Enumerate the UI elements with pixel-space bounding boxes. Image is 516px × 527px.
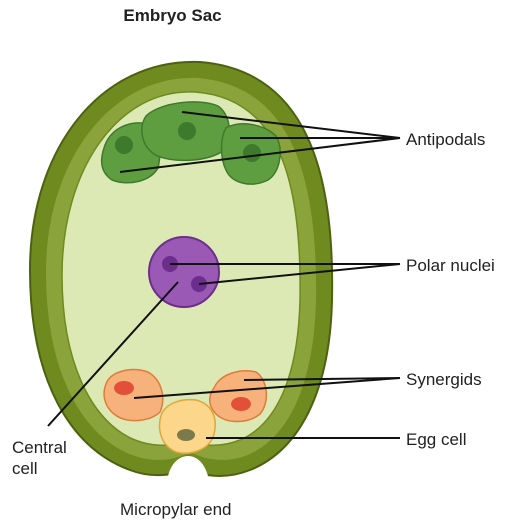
label-antipodals: Antipodals [406,130,485,150]
label-synergids: Synergids [406,370,482,390]
synergid-nucleus-left [114,381,134,395]
egg-cell [160,400,216,454]
label-egg-cell: Egg cell [406,430,466,450]
egg-nucleus [177,429,195,441]
label-central-cell-line2: cell [12,459,38,479]
antipodal-nucleus-right [243,144,261,162]
label-central-cell-line1: Central [12,438,67,458]
synergid-nucleus-right [231,397,251,411]
antipodal-nucleus-center [178,122,196,140]
label-micropylar-end: Micropylar end [120,500,232,520]
synergid-left [104,370,163,421]
antipodal-nucleus-left [115,136,133,154]
label-polar-nuclei: Polar nuclei [406,256,495,276]
central-cell [149,237,219,307]
